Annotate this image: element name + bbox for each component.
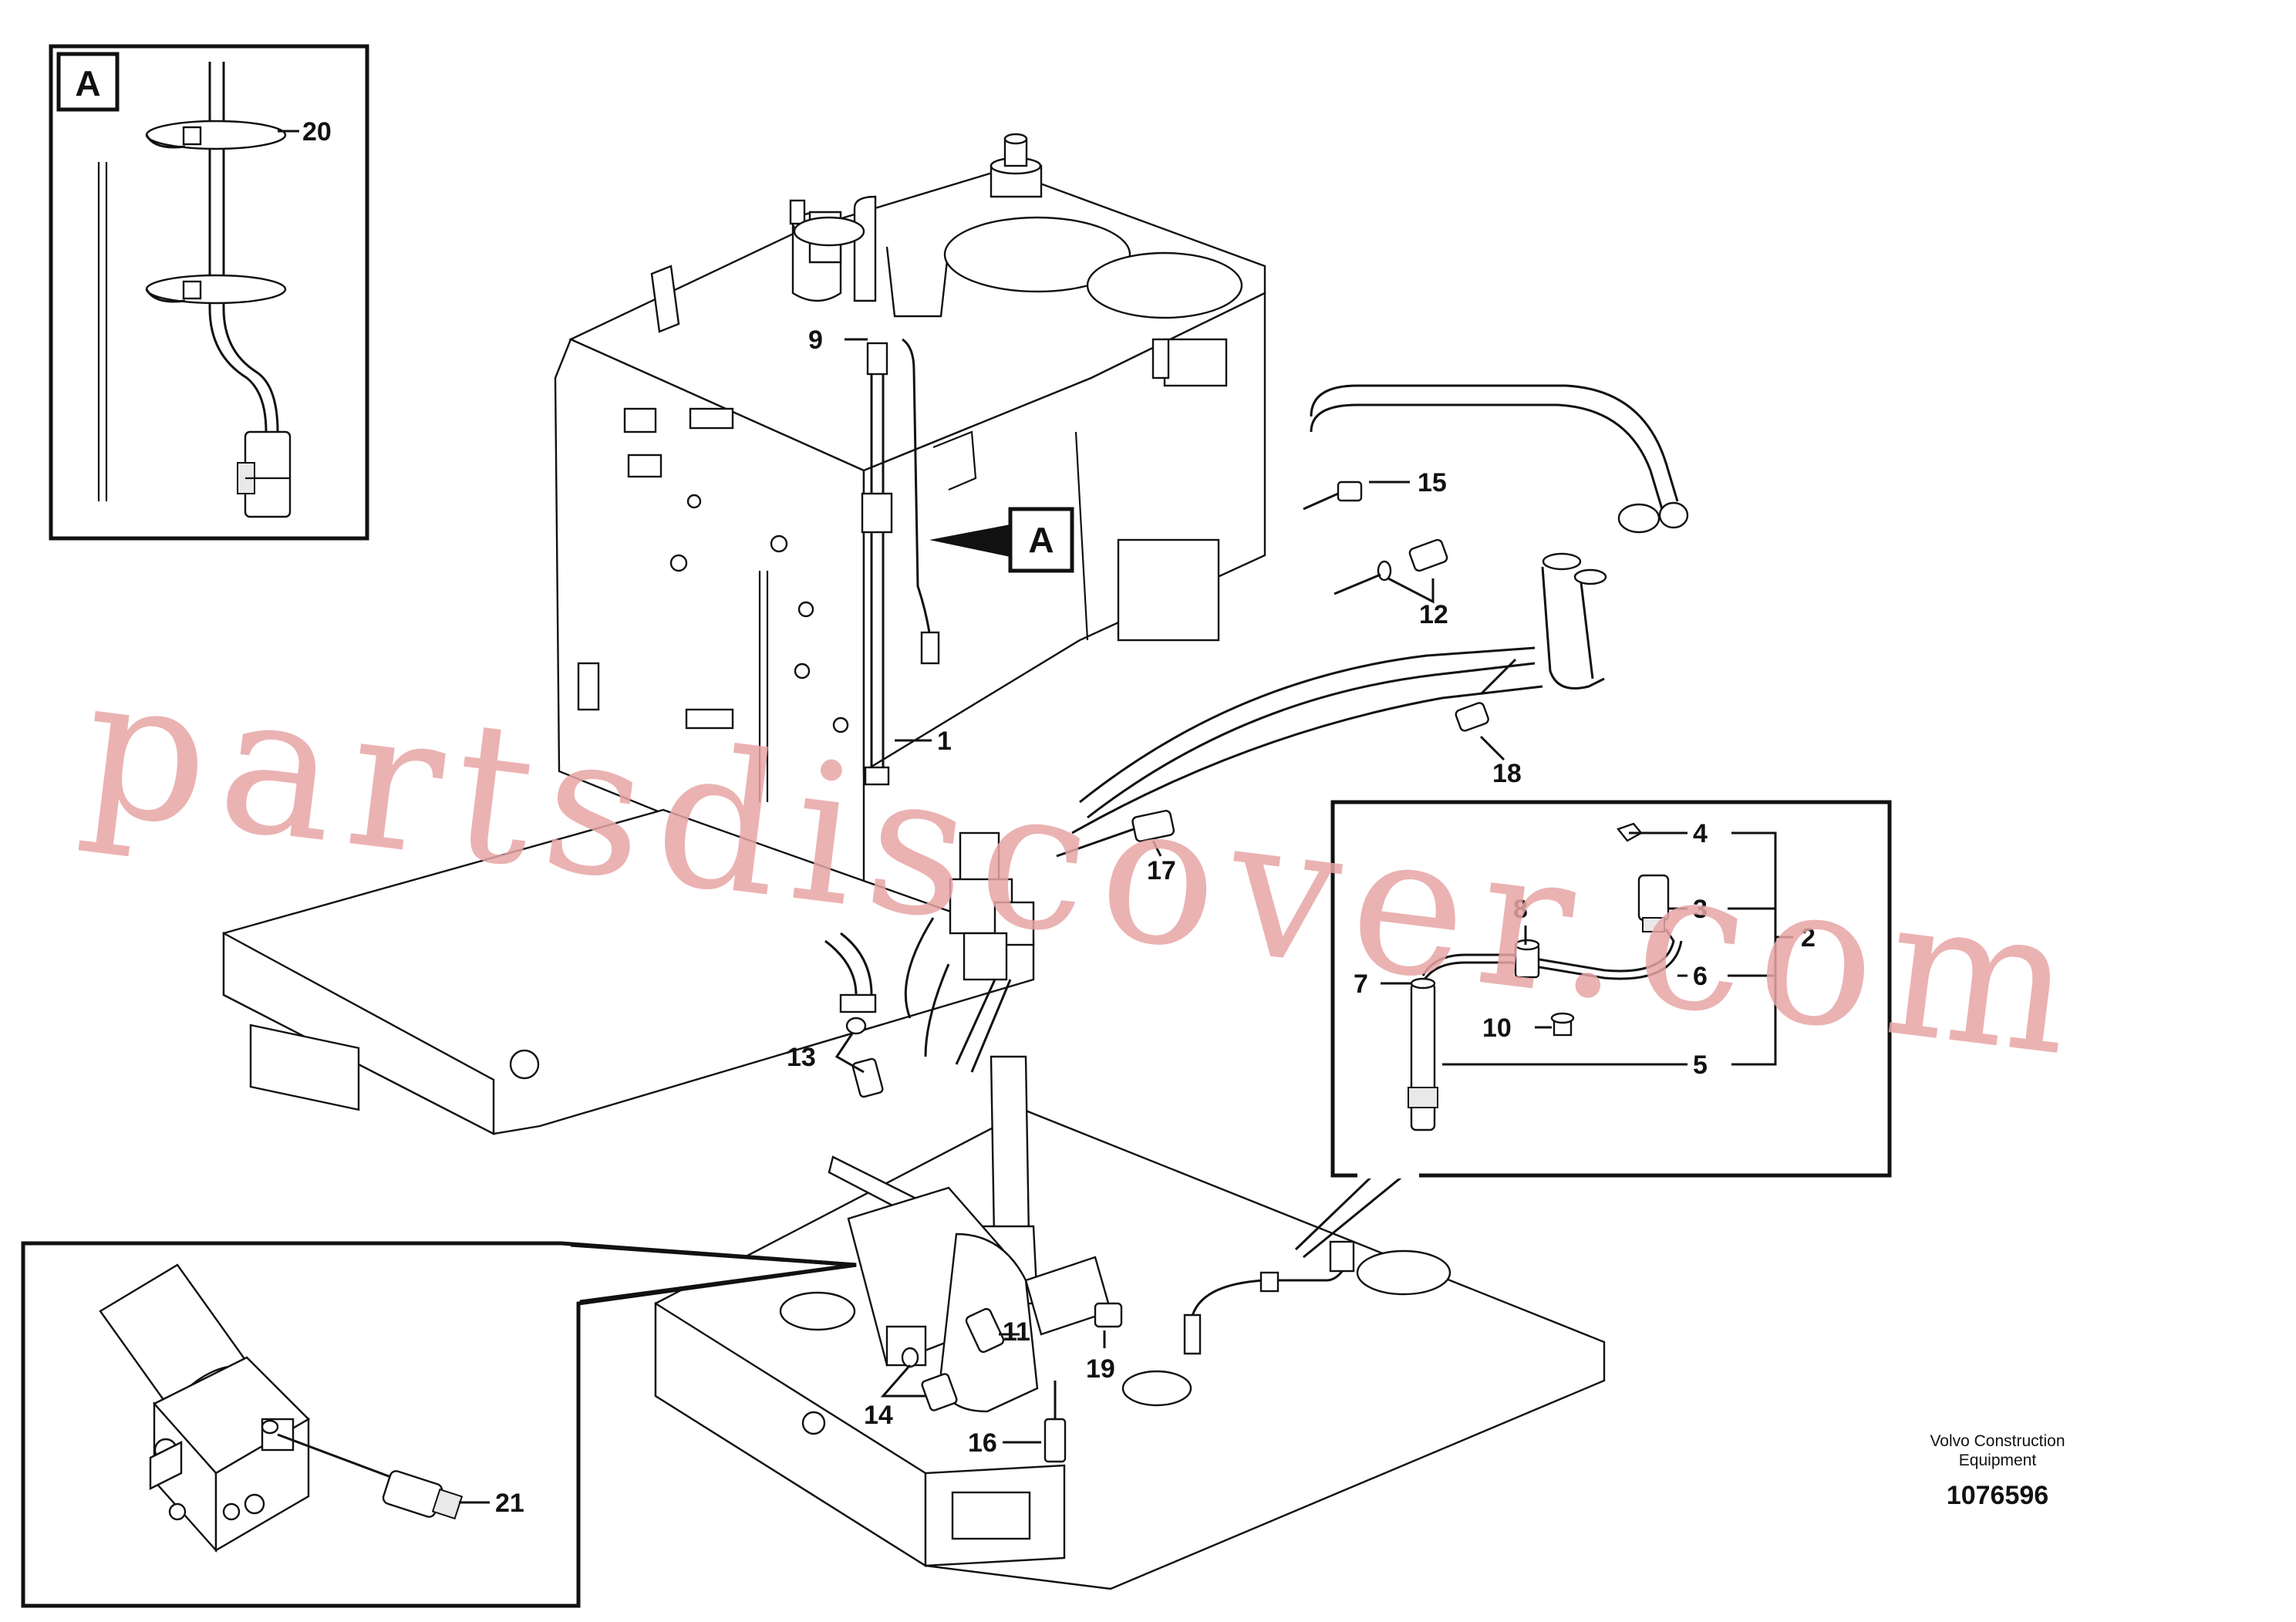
fitting-15 (1303, 481, 1363, 511)
detail-view-valve: 21 (21, 1241, 857, 1608)
bolt-10 (1550, 1012, 1575, 1037)
callout-14: 14 (864, 1401, 893, 1430)
suction-hoses (1071, 384, 1689, 835)
sensor-17 (1056, 810, 1175, 858)
sensor-13 (845, 1017, 884, 1098)
callout-20: 20 (302, 117, 332, 147)
callout-17: 17 (1147, 856, 1176, 885)
sensor-12 (1333, 538, 1448, 595)
callout-21: 21 (495, 1489, 524, 1518)
callout-16: 16 (968, 1428, 997, 1458)
callout-5: 5 (1693, 1050, 1708, 1080)
callout-1: 1 (937, 727, 952, 756)
filler-cap (789, 199, 950, 318)
maker-line-1: Volvo Construction (1930, 1432, 2065, 1450)
upper-frame (222, 808, 1035, 1135)
breather (990, 133, 1043, 198)
detail-view-a: A 20 (49, 44, 369, 541)
detail-a-callout: A (1028, 520, 1054, 560)
swivel-column (828, 1055, 1112, 1413)
callout-9: 9 (808, 325, 823, 355)
callout-8: 8 (1513, 895, 1528, 924)
drawing-number: 1076596 (1947, 1481, 2048, 1510)
callout-7: 7 (1354, 969, 1368, 999)
lifting-lug (650, 265, 680, 333)
sensor-18 (1455, 658, 1517, 732)
callout-2: 2 (1801, 923, 1816, 953)
detail-a-label: A (75, 63, 100, 103)
sensor-19 (1094, 1302, 1123, 1328)
sensor-11 (965, 1307, 1005, 1354)
callout-19: 19 (1086, 1354, 1115, 1384)
connector-plug (237, 430, 292, 518)
sensor-harness-installed (1183, 1240, 1355, 1355)
detail-view-harness: 4 3 6 5 2 8 7 10 (1294, 800, 1892, 1259)
maker-line-2: Equipment (1959, 1452, 2037, 1469)
sensor-16 (1043, 1381, 1067, 1463)
cover-plate-right (1086, 251, 1243, 319)
callout-13: 13 (787, 1043, 816, 1072)
callout-3: 3 (1693, 895, 1708, 924)
lower-frame (654, 1109, 1606, 1590)
callout-15: 15 (1418, 468, 1447, 497)
callout-10: 10 (1482, 1013, 1512, 1043)
sensor-5 (1408, 977, 1438, 1131)
callout-12: 12 (1419, 600, 1448, 629)
cable-tie-lower (145, 274, 287, 305)
callout-4: 4 (1693, 819, 1708, 848)
title-block: Volvo Construction Equipment 1076596 (1930, 1432, 2065, 1510)
callout-6: 6 (1693, 962, 1708, 991)
callout-18: 18 (1492, 759, 1522, 788)
pressure-sensor-21 (382, 1470, 464, 1520)
dipstick (861, 338, 940, 786)
cable-tie-upper (145, 120, 287, 150)
callout-11: 11 (1003, 1317, 1030, 1347)
pilot-valve-block (824, 831, 1035, 1073)
clamp-8 (1514, 939, 1540, 979)
connector-3 (1637, 874, 1670, 932)
cover-plate-left (943, 216, 1131, 293)
